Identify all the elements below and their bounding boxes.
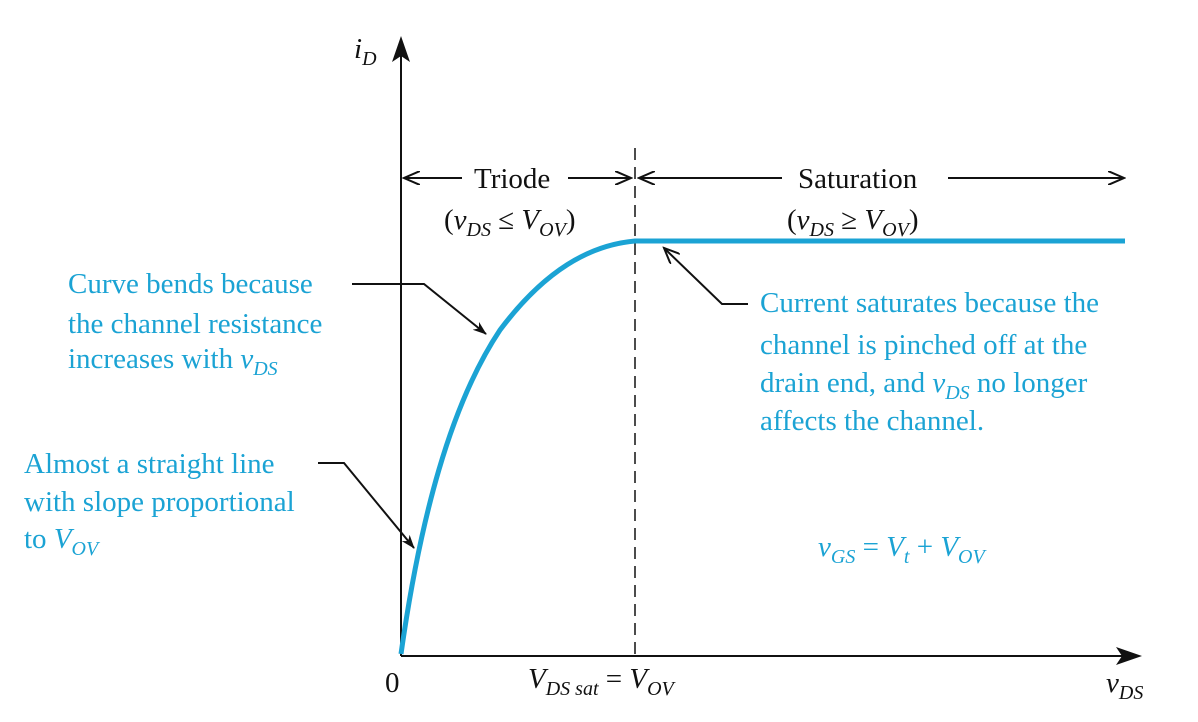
straight-line-annotation: Almost a straight line with slope propor… [24,448,302,560]
curve-bends-leader [352,283,487,335]
saturation-condition: (vDS ≥ VOV) [787,204,918,241]
saturation-label: Saturation [798,163,918,195]
straight-line-leader [318,462,415,549]
id-vds-curve [398,238,1125,655]
vdssat-label: VDS sat = VOV [528,663,677,700]
saturates-annotation: Current saturates because the channel is… [760,287,1106,437]
x-axis-arrowhead [1116,647,1142,665]
origin-label: 0 [385,667,400,699]
saturates-leader [664,248,748,305]
triode-label: Triode [474,163,550,195]
y-axis-arrowhead [392,36,410,62]
curve-bends-annotation: Curve bends because the channel resistan… [68,268,330,380]
triode-condition: (vDS ≤ VOV) [444,204,575,241]
vgs-equation: vGS = Vt + VOV [818,531,987,568]
y-axis-label: iD [354,33,377,70]
x-axis-label: vDS [1106,667,1143,704]
